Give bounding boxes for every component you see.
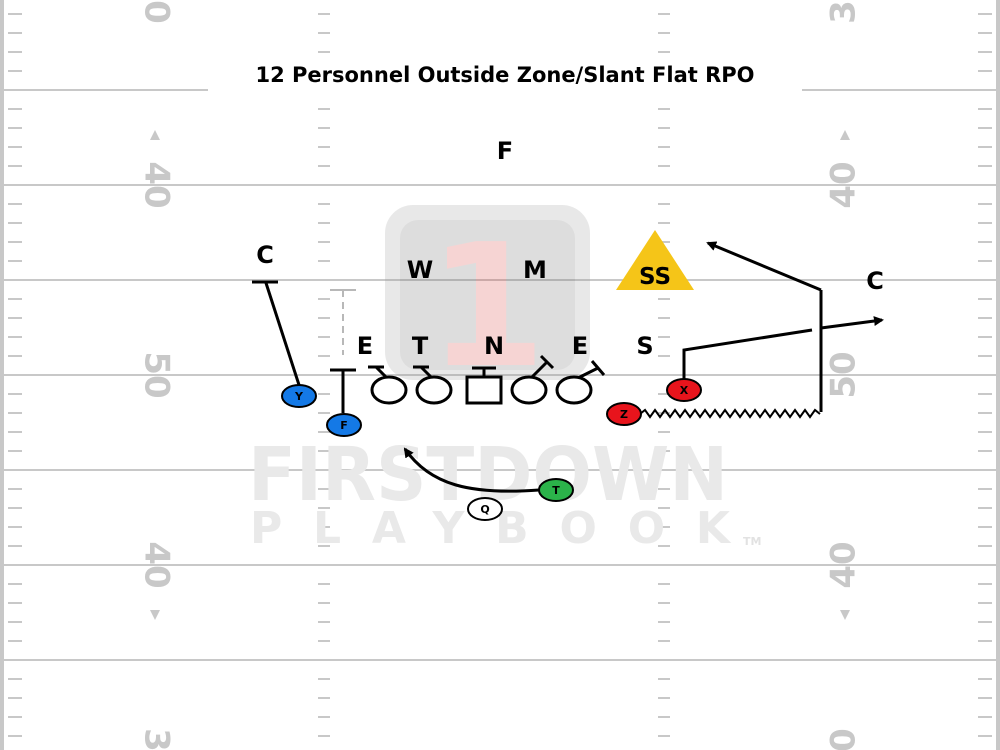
yard-number-left-4: 40 bbox=[137, 541, 177, 588]
t-route bbox=[403, 447, 540, 493]
svg-text:Q: Q bbox=[480, 503, 489, 516]
player-y: Y bbox=[281, 384, 317, 408]
title-box bbox=[208, 54, 802, 96]
player-t: T bbox=[538, 478, 574, 502]
z-flat-route bbox=[820, 316, 884, 330]
watermark-tm: TM bbox=[743, 535, 761, 548]
logo-tile bbox=[385, 205, 590, 380]
yard-arrow-icon bbox=[150, 610, 160, 620]
defender-t: T bbox=[412, 332, 429, 360]
yard-number-right-1: 3 bbox=[824, 0, 864, 24]
defender-f: F bbox=[497, 137, 513, 165]
svg-text:F: F bbox=[340, 419, 348, 432]
defender-c-left: C bbox=[256, 241, 274, 269]
defender-n: N bbox=[484, 332, 504, 360]
yard-number-right-5: 0 bbox=[824, 728, 864, 750]
defender-e-left: E bbox=[357, 332, 373, 360]
defender-s: S bbox=[636, 332, 653, 360]
ss-triangle bbox=[616, 230, 694, 290]
yard-number-left-5: 3 bbox=[137, 728, 177, 750]
defender-w: W bbox=[407, 256, 433, 284]
yard-arrow-icon bbox=[840, 130, 850, 140]
z-motion bbox=[639, 408, 821, 419]
defender-m: M bbox=[523, 256, 547, 284]
defender-ss: SS bbox=[639, 264, 671, 290]
yard-arrow-icon bbox=[150, 130, 160, 140]
svg-text:X: X bbox=[680, 384, 689, 397]
left-tackle bbox=[370, 375, 408, 405]
yard-lines bbox=[0, 89, 1000, 661]
play-title: 12 Personnel Outside Zone/Slant Flat RPO bbox=[255, 63, 754, 87]
right-tackle bbox=[555, 375, 593, 405]
left-guard bbox=[415, 375, 453, 405]
player-f: F bbox=[326, 413, 362, 437]
defender-c-right: C bbox=[866, 267, 884, 295]
yard-number-right-3: 50 bbox=[824, 351, 864, 398]
x-route bbox=[682, 328, 813, 388]
y-route bbox=[264, 282, 302, 389]
center bbox=[465, 375, 503, 405]
svg-text:Y: Y bbox=[294, 390, 304, 403]
yard-number-left-3: 50 bbox=[137, 351, 177, 398]
yard-number-right-2: 40 bbox=[824, 161, 864, 208]
yard-number-left-1: 0 bbox=[137, 0, 177, 24]
player-q: Q bbox=[467, 497, 503, 521]
watermark-logo: 1 bbox=[385, 205, 590, 406]
player-z: Z bbox=[606, 402, 642, 426]
yard-number-right-4: 40 bbox=[824, 541, 864, 588]
offensive-line bbox=[370, 375, 593, 405]
svg-text:Z: Z bbox=[620, 408, 628, 421]
yard-number-left-2: 40 bbox=[137, 161, 177, 208]
svg-text:T: T bbox=[552, 484, 560, 497]
z-route-stem bbox=[706, 241, 822, 292]
yard-arrow-icon bbox=[840, 610, 850, 620]
right-guard bbox=[510, 375, 548, 405]
defender-e-right: E bbox=[572, 332, 588, 360]
player-x: X bbox=[666, 378, 702, 402]
logo-number: 1 bbox=[428, 208, 546, 406]
